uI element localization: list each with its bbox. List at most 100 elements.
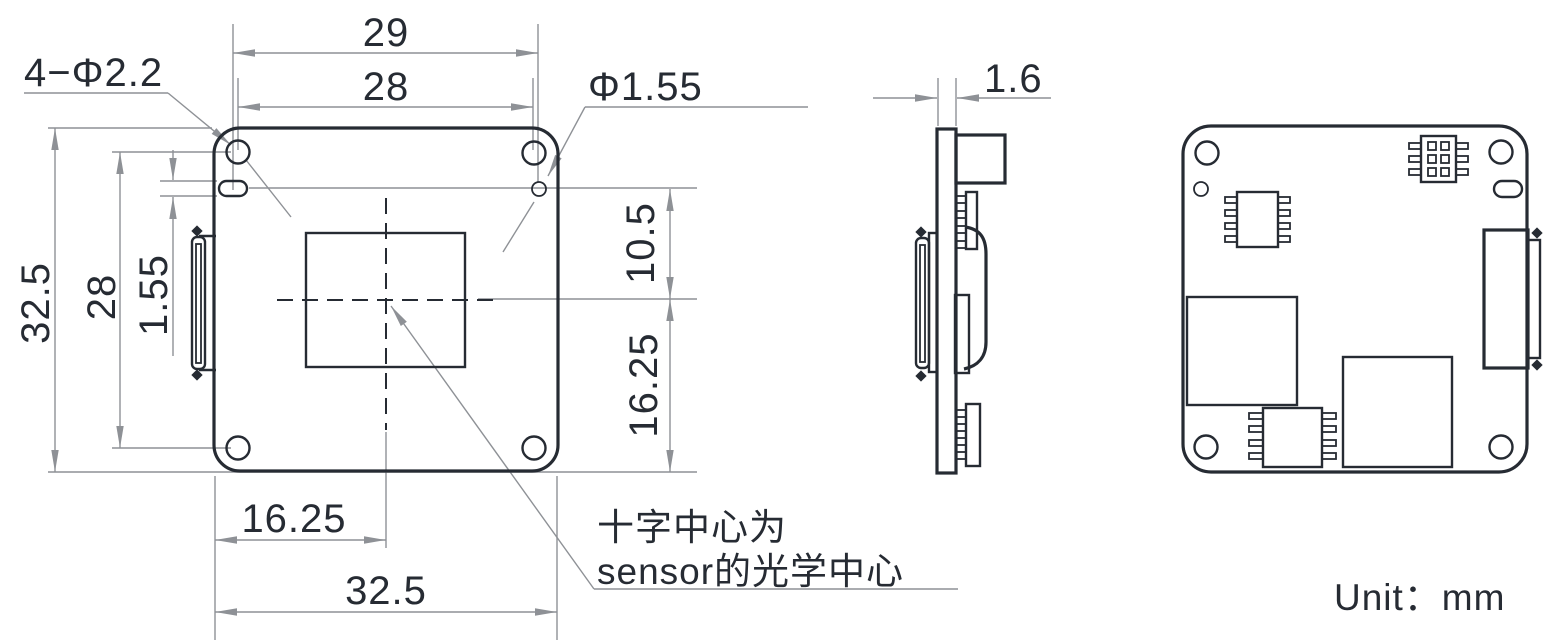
- pin: [955, 195, 967, 204]
- pin: [1321, 439, 1337, 447]
- front-board-outline: [212, 126, 560, 473]
- back-board-outline: [1181, 124, 1529, 474]
- dim-text-28-top: 28: [363, 65, 410, 109]
- note-optical-center-line1: 十字中心为: [597, 507, 787, 548]
- pin: [955, 423, 967, 432]
- pin-pad: [1440, 167, 1450, 177]
- pin: [1224, 209, 1238, 217]
- note-optical-center-line2: sensor的光学中心: [597, 551, 904, 592]
- pin-pad: [1440, 141, 1450, 151]
- side-pcb: [935, 127, 958, 475]
- front-view: 29 28 4−Φ2.2 Φ1.55 32.5 28 1.55 10.5 16.…: [14, 11, 958, 640]
- connector-body: [190, 235, 207, 371]
- connector-nub: [191, 369, 203, 381]
- side-bottom-connector: [955, 402, 982, 468]
- locating-hole: [531, 181, 547, 197]
- pin: [1408, 168, 1422, 176]
- dim-text-1-55: 1.55: [132, 254, 176, 336]
- pin: [955, 210, 967, 219]
- pin: [1455, 142, 1469, 150]
- side-top-block: [954, 133, 1007, 185]
- side-component-strip: [953, 293, 971, 375]
- connector-body: [914, 236, 931, 370]
- label-locating-hole: Φ1.55: [588, 65, 703, 109]
- pin-pad: [1427, 154, 1437, 164]
- pin: [1455, 155, 1469, 163]
- dim-text-29: 29: [363, 11, 410, 55]
- side-dimension: 1.6: [873, 57, 1051, 126]
- back-view: [1181, 124, 1543, 474]
- locating-hole: [1193, 181, 1209, 197]
- pin: [955, 240, 967, 249]
- large-component: [1185, 295, 1299, 407]
- dim-text-1-6: 1.6: [984, 57, 1043, 101]
- connector-body: [964, 402, 982, 468]
- connector-inner: [919, 244, 926, 363]
- dim-text-10-5: 10.5: [619, 202, 663, 284]
- pin: [1408, 155, 1422, 163]
- pin: [1277, 209, 1291, 217]
- side-lens-connector: [914, 226, 939, 382]
- mount-hole-top-right: [1488, 139, 1514, 165]
- pin: [1248, 425, 1264, 433]
- connector-outer: [1526, 238, 1542, 360]
- ic-body: [1235, 190, 1280, 249]
- pin: [1321, 425, 1337, 433]
- back-right-connector: [1482, 227, 1543, 371]
- pin: [955, 409, 967, 418]
- pin: [1248, 452, 1264, 460]
- side-top-connector: [955, 190, 979, 251]
- pin: [1224, 222, 1238, 230]
- leader-locating-hole-tail: [502, 201, 535, 253]
- ic-chip-top: [1224, 190, 1291, 249]
- ic-body: [1261, 406, 1324, 469]
- connector-inner: [195, 243, 202, 364]
- mount-hole-bottom-right: [521, 435, 547, 461]
- pin: [955, 437, 967, 446]
- front-leader-lines: [24, 92, 958, 590]
- leader-locating-hole: [547, 106, 586, 177]
- pin-pad: [1427, 167, 1437, 177]
- locating-slot: [1492, 179, 1524, 199]
- dim-text-32-5-bottom: 32.5: [345, 569, 427, 613]
- medium-component: [1341, 355, 1454, 469]
- dim-text-16-25-bottom: 16.25: [241, 497, 346, 541]
- connector-nub: [1531, 359, 1543, 371]
- pin: [1277, 196, 1291, 204]
- dim-text-32-5-left: 32.5: [14, 262, 58, 344]
- connector-nub: [915, 226, 927, 238]
- mount-hole-top-left: [1194, 140, 1220, 166]
- unit-label: Unit：mm: [1334, 577, 1505, 618]
- leader-corner-holes-tail: [245, 159, 292, 218]
- front-dimension-lines: [51, 49, 674, 616]
- side-curved-component: [963, 225, 988, 371]
- mount-hole-top-left: [225, 139, 251, 165]
- pin-header-body: [1419, 134, 1458, 184]
- pin: [1277, 235, 1291, 243]
- locating-slot: [217, 179, 249, 198]
- pin: [1248, 412, 1264, 420]
- dim-text-28-left: 28: [80, 274, 124, 321]
- front-left-connector: [190, 225, 216, 381]
- mount-hole-top-right: [521, 140, 547, 166]
- connector-nub: [915, 370, 927, 382]
- connector-body: [964, 190, 979, 251]
- pin-pad: [1440, 154, 1450, 164]
- pin: [1408, 142, 1422, 150]
- dim-text-16-25-right: 16.25: [622, 332, 666, 437]
- connector-body: [1482, 228, 1530, 370]
- pin: [955, 451, 967, 460]
- pin: [955, 225, 967, 234]
- pin: [1277, 222, 1291, 230]
- pin: [1321, 412, 1337, 420]
- side-view: 1.6: [873, 57, 1051, 475]
- mount-hole-bottom-left: [225, 435, 251, 461]
- label-corner-holes: 4−Φ2.2: [24, 51, 163, 95]
- pin: [1321, 452, 1337, 460]
- leader-optical-center: [390, 305, 595, 590]
- pin: [1455, 168, 1469, 176]
- ic-chip-bottom: [1248, 406, 1337, 469]
- mount-hole-bottom-right: [1488, 434, 1514, 460]
